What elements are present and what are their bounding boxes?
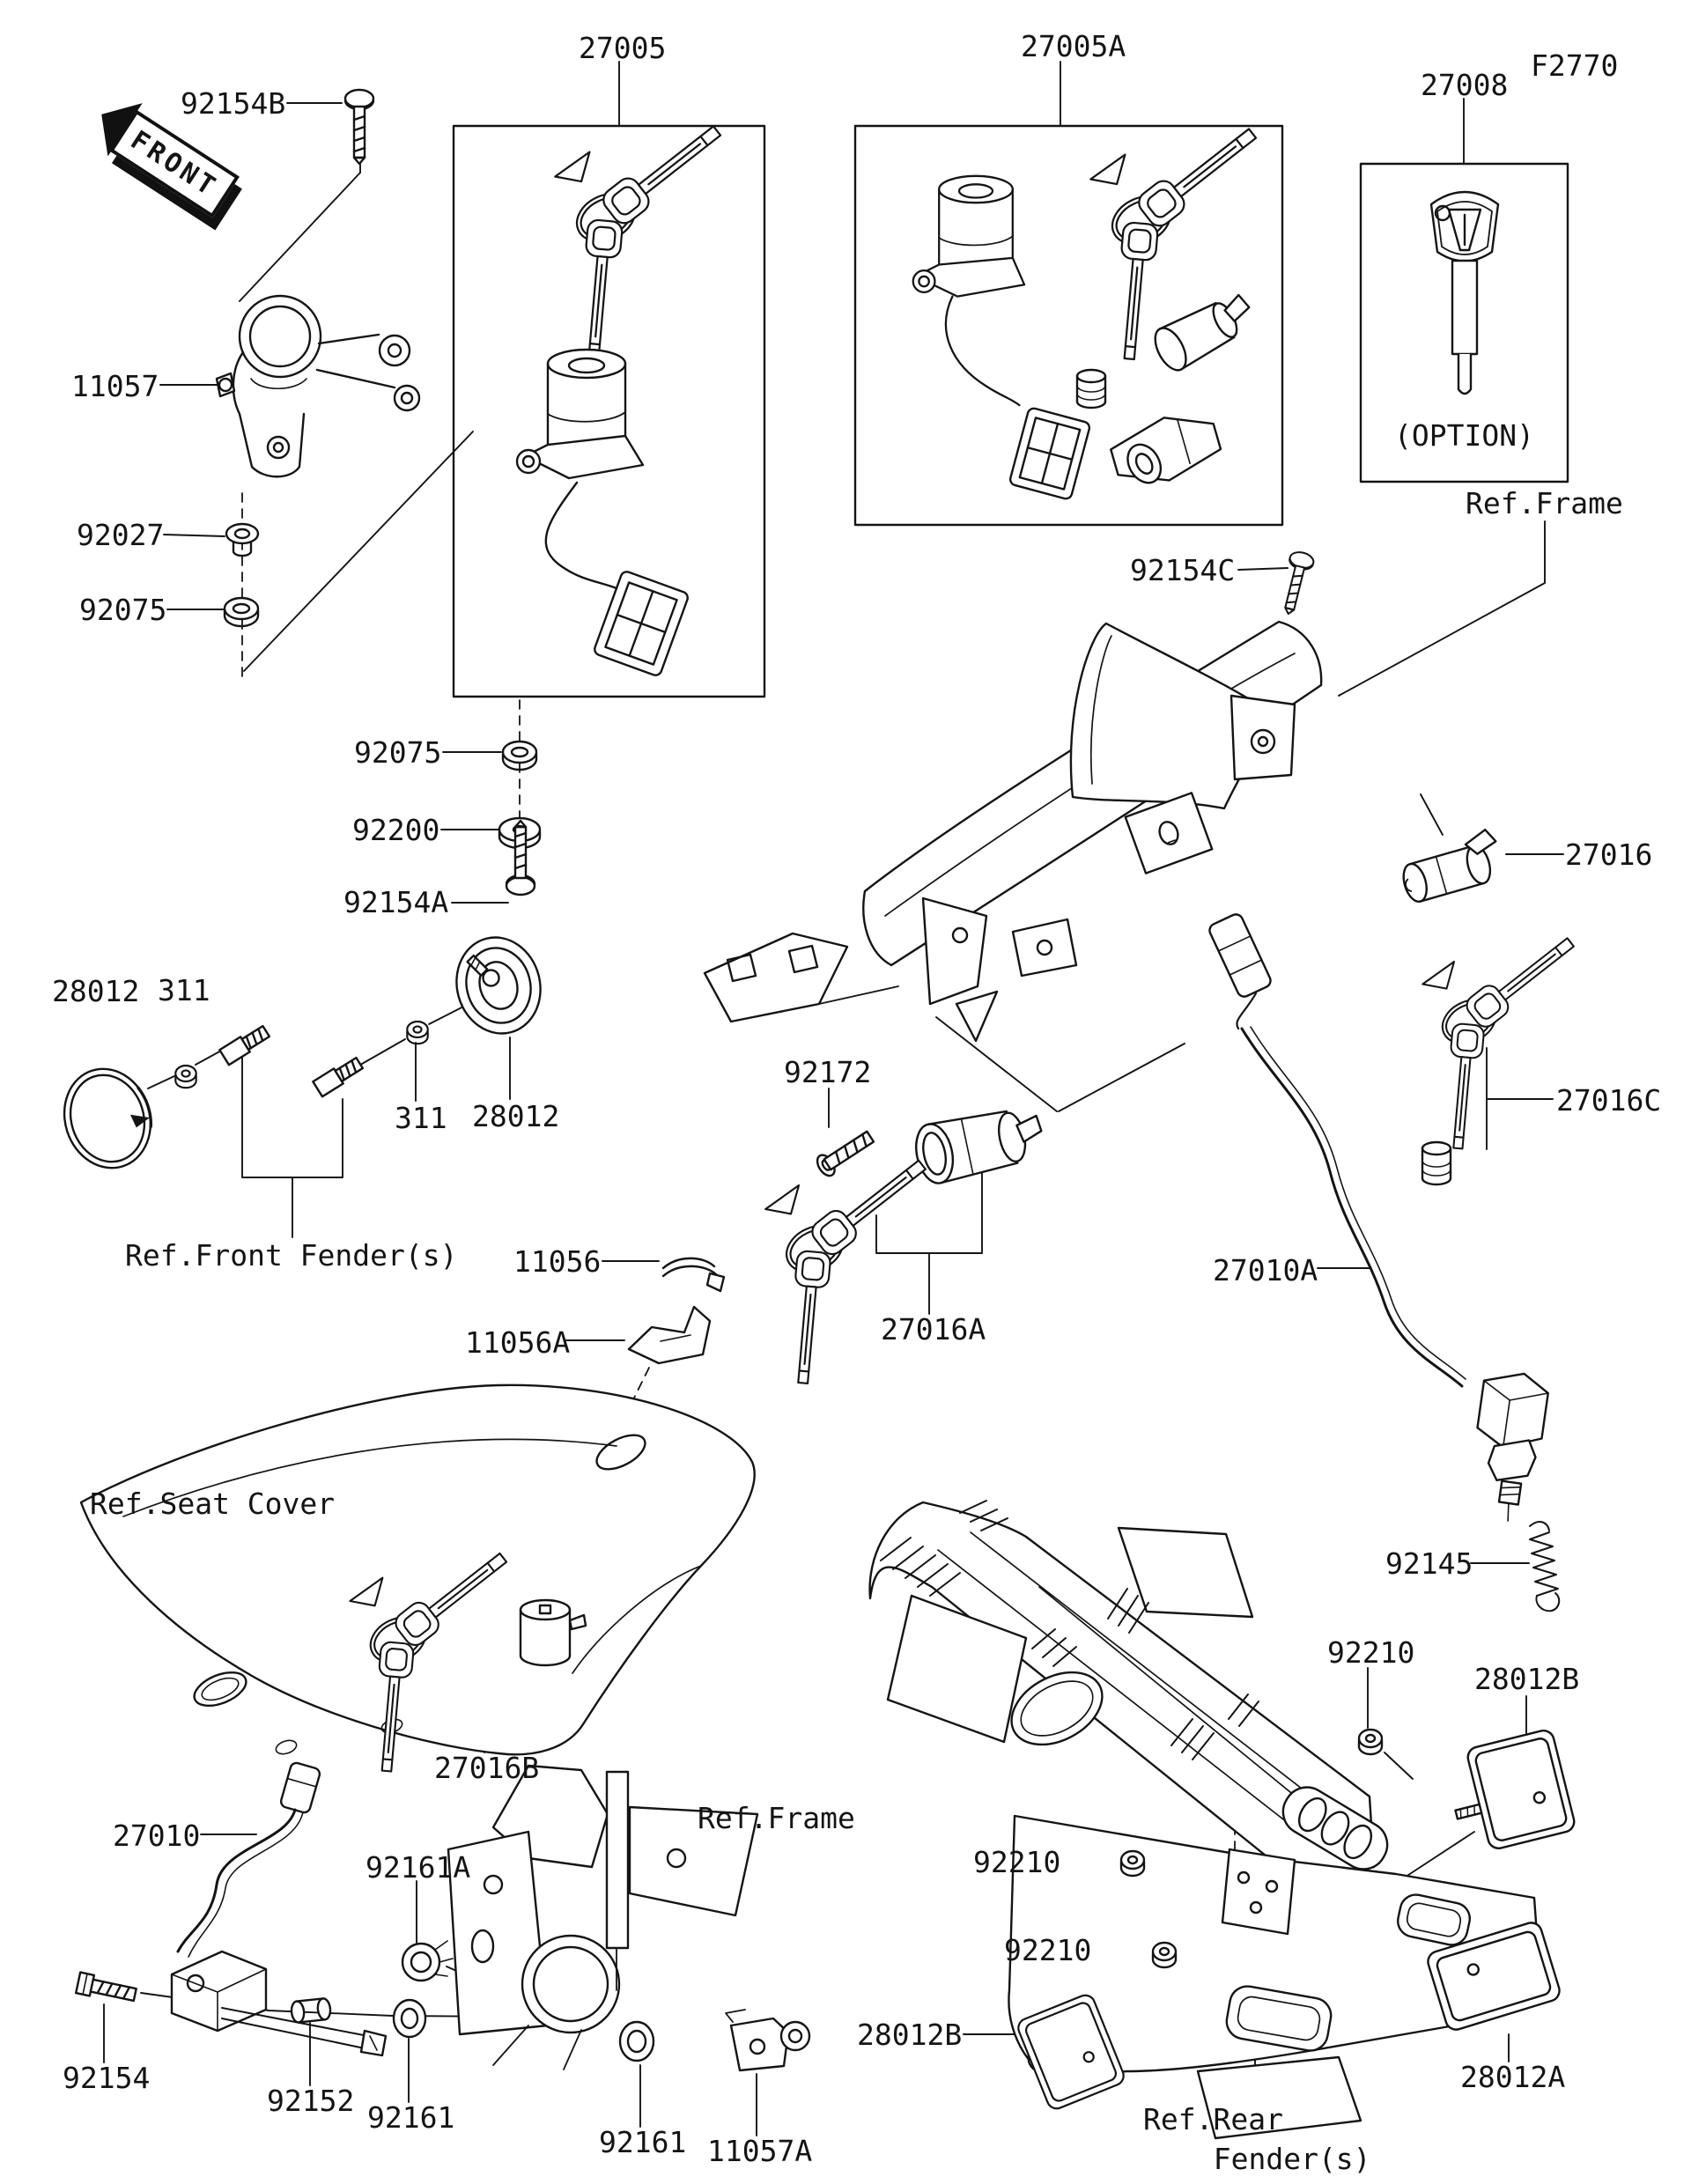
part-screw-92154C [1275,549,1317,618]
part-connector-27005A [1008,407,1091,500]
part-screw-92172 [816,1130,875,1177]
ref-front-fender: Ref.Front Fender(s) [125,1238,458,1273]
part-keyset-27005 [554,114,729,359]
part-tail-cover [868,1500,1376,1879]
part-frame-bottom [447,1764,759,2070]
callout-92154: 92154 [63,2061,151,2095]
part-band-11056 [661,1257,726,1293]
callout-92200: 92200 [352,813,440,847]
callout-92161-2: 92161 [599,2125,687,2159]
part-bracket-11056A [627,1305,712,1365]
callout-27008: 27008 [1421,68,1509,102]
callout-11057A: 11057A [707,2134,813,2168]
part-reflector-28012A [1427,1922,1561,2031]
callout-92210-2: 92210 [1004,1933,1092,1967]
callout-27005A: 27005A [1021,29,1126,63]
callout-11056A: 11056A [465,1325,571,1360]
callout-92075-1: 92075 [79,593,167,627]
ref-rear-fender-1: Ref.Rear [1143,2102,1283,2136]
callout-92154B: 92154B [181,86,286,121]
callout-11056: 11056 [513,1244,602,1279]
part-tumbler-27005A [1075,368,1107,410]
callout-92027: 92027 [77,518,165,552]
part-grommet-92161-2 [618,2020,655,2062]
option-note: (OPTION) [1394,418,1534,453]
callout-28012-2: 28012 [472,1099,560,1133]
callout-92075-2: 92075 [354,735,442,770]
part-keyset-27005A [1089,116,1265,362]
callout-92172: 92172 [784,1055,872,1089]
callout-27016A: 27016A [881,1312,986,1347]
callout-28012B-left: 28012B [857,2018,963,2052]
part-nut-92210-3 [1357,1728,1384,1756]
callout-92210-3: 92210 [1327,1635,1415,1670]
ref-frame-top: Ref.Frame [1466,486,1623,520]
part-ignition-switch-27005 [515,348,689,676]
page-code: F2770 [1531,48,1619,83]
callout-311-2: 311 [395,1101,447,1135]
part-ignition-bracket-11057 [215,294,421,478]
callout-92152: 92152 [267,2084,355,2118]
part-ignition-switch-27010 [170,1761,388,2057]
part-reflector-28012-left [63,1067,152,1169]
part-nut-311-1 [174,1064,197,1089]
part-latch-27016 [1402,828,1497,904]
callout-28012B-right: 28012B [1474,1662,1580,1696]
callout-27016C: 27016C [1556,1083,1662,1118]
part-lock-cylinder-27016A [915,1110,1043,1184]
part-helmet-lock-27005A [1110,417,1222,484]
callout-311-1: 311 [158,973,210,1007]
callout-27005: 27005 [579,31,667,65]
callout-27010: 27010 [113,1819,201,1853]
callout-28012-1: 28012 [52,974,140,1008]
ref-rear-fender-2: Fender(s) [1178,2142,1371,2176]
part-spring-92145 [1529,1520,1561,1612]
part-switch-cable-27010A [1208,913,1549,1522]
part-washer-92161-1 [392,1998,427,2039]
part-tumbler-27016C [1421,1140,1452,1186]
group-box-27005A [853,124,1284,527]
ref-frame-bottom: Ref.Frame [698,1801,855,1835]
part-seat-cover [79,1383,756,1756]
part-lock-cylinder-27016B [519,1598,587,1667]
part-ignition-switch-27005A [912,174,1026,407]
callout-92154A: 92154A [343,885,449,919]
part-reflector-28012B-right [1454,1727,1577,1852]
group-box-27005 [452,124,766,698]
part-bushing-92152 [290,1997,332,2024]
callout-92210-1: 92210 [973,1845,1061,1879]
ref-seat-cover: Ref.Seat Cover [90,1487,336,1521]
callout-27010A: 27010A [1213,1253,1318,1288]
part-key-27008 [1429,190,1500,395]
callout-28012A: 28012A [1460,2060,1566,2094]
callout-27016: 27016 [1565,837,1653,872]
part-reflector-28012-right [455,936,542,1035]
part-rear-frame [703,620,1323,1043]
part-stud-311-2 [312,1056,365,1098]
part-seat-lock-27005A [1154,293,1251,372]
part-screw-92154B [343,88,375,166]
part-bracket-11057A [725,2009,811,2072]
part-stud-311-1 [218,1024,271,1066]
part-keyset-27016A [764,1148,934,1386]
part-grommet-92027 [225,522,260,557]
callout-92145: 92145 [1385,1546,1473,1581]
part-washer-92075-1 [223,596,260,628]
callout-11057: 11057 [71,369,159,403]
part-bolt-92154 [75,1971,137,2003]
part-nut-311-2 [406,1020,429,1045]
callout-92161-1: 92161 [367,2100,455,2135]
callout-92154C: 92154C [1130,553,1236,587]
part-grommet-92161A [401,1940,454,1982]
callout-92161A: 92161A [366,1850,471,1885]
callout-27016B: 27016B [434,1751,540,1785]
